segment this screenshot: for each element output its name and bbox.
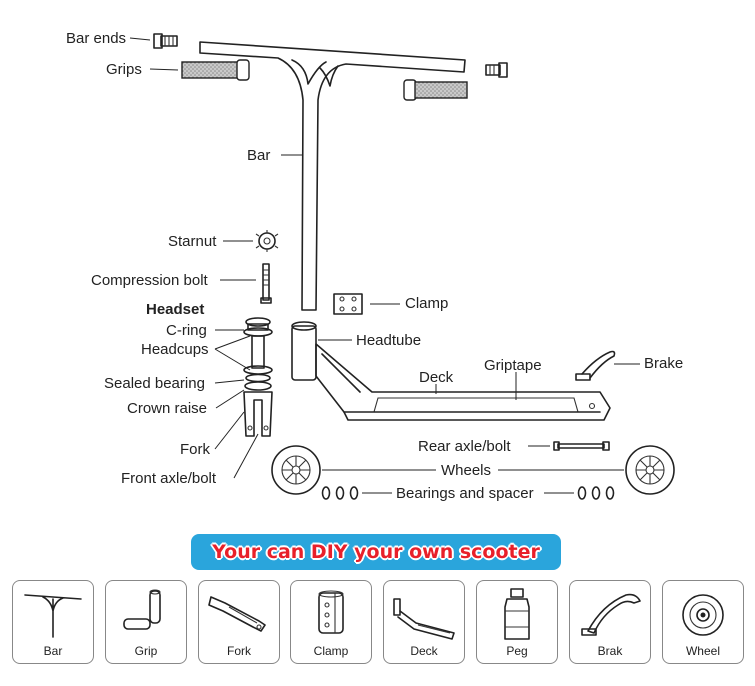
part-card-deck[interactable]: Deck (383, 580, 465, 664)
fork-part (243, 391, 273, 437)
part-caption: Clamp (313, 644, 349, 658)
front-wheel-part (271, 445, 321, 495)
label-headcups: Headcups (141, 341, 209, 358)
brake-icon (581, 593, 641, 636)
starnut-part (255, 230, 279, 252)
t-bar (199, 41, 466, 311)
part-caption: Peg (506, 644, 528, 658)
deck-icon (393, 598, 455, 640)
label-headset: Headset (146, 301, 205, 318)
label-front-axle-bolt: Front axle/bolt (121, 470, 217, 487)
label-fork: Fork (180, 441, 210, 458)
part-card-brake[interactable]: Brak (569, 580, 651, 664)
parts-catalog: Bar Grip Fork Clamp Deck (12, 580, 745, 664)
headset-stack (243, 317, 273, 391)
rear-axle-part (553, 441, 610, 451)
label-wheels: Wheels (441, 462, 492, 479)
fork-icon (208, 596, 266, 632)
bar-end-right (485, 62, 508, 78)
part-caption: Fork (227, 644, 251, 658)
part-card-clamp[interactable]: Clamp (290, 580, 372, 664)
part-caption: Wheel (685, 644, 720, 658)
leader-lines (129, 37, 640, 494)
label-sealed-bearing: Sealed bearing (104, 375, 205, 392)
brake-part (575, 350, 616, 381)
rear-bearings-part (577, 486, 615, 500)
label-bar-ends: Bar ends (66, 30, 127, 47)
part-caption: Bar (43, 644, 63, 658)
part-caption: Brak (597, 644, 623, 658)
label-deck: Deck (419, 369, 454, 386)
label-clamp: Clamp (405, 295, 449, 312)
part-card-wheel[interactable]: Wheel (662, 580, 744, 664)
part-caption: Deck (410, 644, 438, 658)
peg-icon (504, 588, 530, 640)
label-crown-raise: Crown raise (127, 400, 208, 417)
banner-text: Your can DIY your own scooter (212, 541, 540, 563)
deck-part (291, 321, 611, 421)
part-card-fork[interactable]: Fork (198, 580, 280, 664)
diy-banner: Your can DIY your own scooter (191, 534, 561, 570)
label-headtube: Headtube (356, 332, 422, 349)
label-griptape: Griptape (484, 357, 542, 374)
label-compression-bolt: Compression bolt (91, 272, 208, 289)
part-card-bar[interactable]: Bar (12, 580, 94, 664)
exploded-scooter-diagram: Bar ends Grips Bar Starnut Compression b… (66, 30, 684, 502)
part-card-grip[interactable]: Grip (105, 580, 187, 664)
grip-icon (123, 589, 161, 630)
label-brake: Brake (644, 355, 684, 372)
front-bearings-part (321, 486, 359, 500)
label-c-ring: C-ring (166, 322, 207, 339)
label-bearings-and-spacer: Bearings and spacer (396, 485, 534, 502)
label-bar: Bar (247, 147, 271, 164)
bar-end-left (153, 33, 178, 49)
label-starnut: Starnut (168, 233, 217, 250)
scooter-drawing (129, 33, 675, 500)
bar-icon (24, 594, 82, 638)
part-card-peg[interactable]: Peg (476, 580, 558, 664)
compression-bolt-part (260, 263, 272, 304)
wheel-icon (682, 594, 724, 636)
label-grips: Grips (106, 61, 142, 78)
label-rear-axle-bolt: Rear axle/bolt (418, 438, 511, 455)
rear-wheel-part (625, 445, 675, 495)
clamp-part (333, 293, 363, 315)
clamp-icon (318, 590, 344, 634)
grip-left (181, 59, 250, 81)
grip-right (403, 79, 468, 101)
part-caption: Grip (134, 644, 158, 658)
